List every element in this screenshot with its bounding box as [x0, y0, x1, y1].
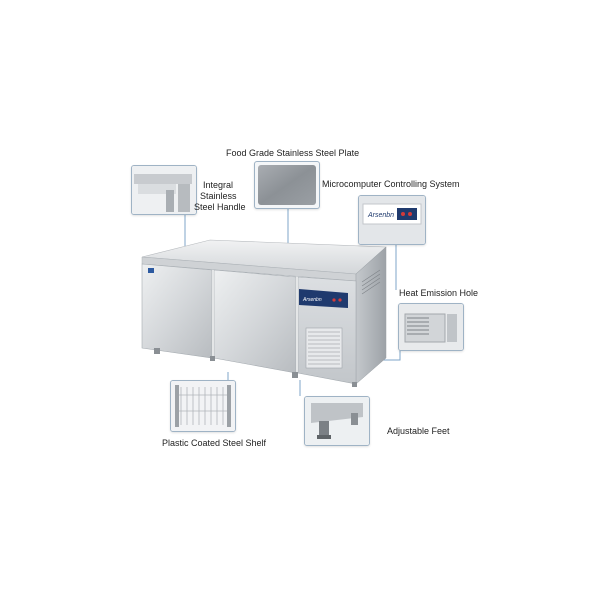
- feet-thumb: [304, 396, 370, 446]
- svg-text:Arsenbn: Arsenbn: [367, 212, 394, 219]
- foot-3: [292, 372, 298, 378]
- side-vent: [361, 269, 381, 295]
- middle-door: [213, 269, 297, 374]
- control-panel: [299, 289, 348, 308]
- adjustable-foot-closeup-icon: [305, 397, 369, 445]
- handle-closeup-thumb: [131, 165, 197, 215]
- heat-vent-closeup-icon: [399, 304, 463, 350]
- heat-vent-grille: [305, 327, 343, 369]
- control-panel-closeup-icon: Arsenbn: [359, 196, 425, 244]
- left-door: [141, 263, 213, 359]
- foot-2: [210, 356, 215, 361]
- panel-button-1: [332, 298, 336, 302]
- heat-label: Heat Emission Hole: [399, 288, 479, 298]
- handle-label-line3: Steel Handle: [194, 202, 246, 212]
- plate-label: Food Grade Stainless Steel Plate: [226, 148, 360, 158]
- door-logo: [148, 268, 154, 273]
- foot-1: [154, 348, 160, 354]
- control-label: Microcomputer Controlling System: [322, 179, 460, 189]
- steel-plate-thumb: [254, 161, 320, 209]
- foot-4: [352, 382, 357, 387]
- handle-closeup-icon: [132, 166, 196, 214]
- handle-label-line2: Stainless: [200, 191, 237, 201]
- handle-label-line1: Integral: [203, 180, 234, 190]
- wire-shelf-closeup-icon: [171, 381, 235, 431]
- panel-brand-text: Arsenbn: [302, 297, 322, 303]
- shelf-label: Plastic Coated Steel Shelf: [162, 438, 267, 448]
- feet-label: Adjustable Feet: [387, 426, 450, 436]
- heat-vent-thumb: [398, 303, 464, 351]
- steel-plate-swatch-icon: [258, 165, 316, 205]
- shelf-thumb: [170, 380, 236, 432]
- panel-button-2: [338, 298, 342, 302]
- control-panel-thumb: Arsenbn: [358, 195, 426, 245]
